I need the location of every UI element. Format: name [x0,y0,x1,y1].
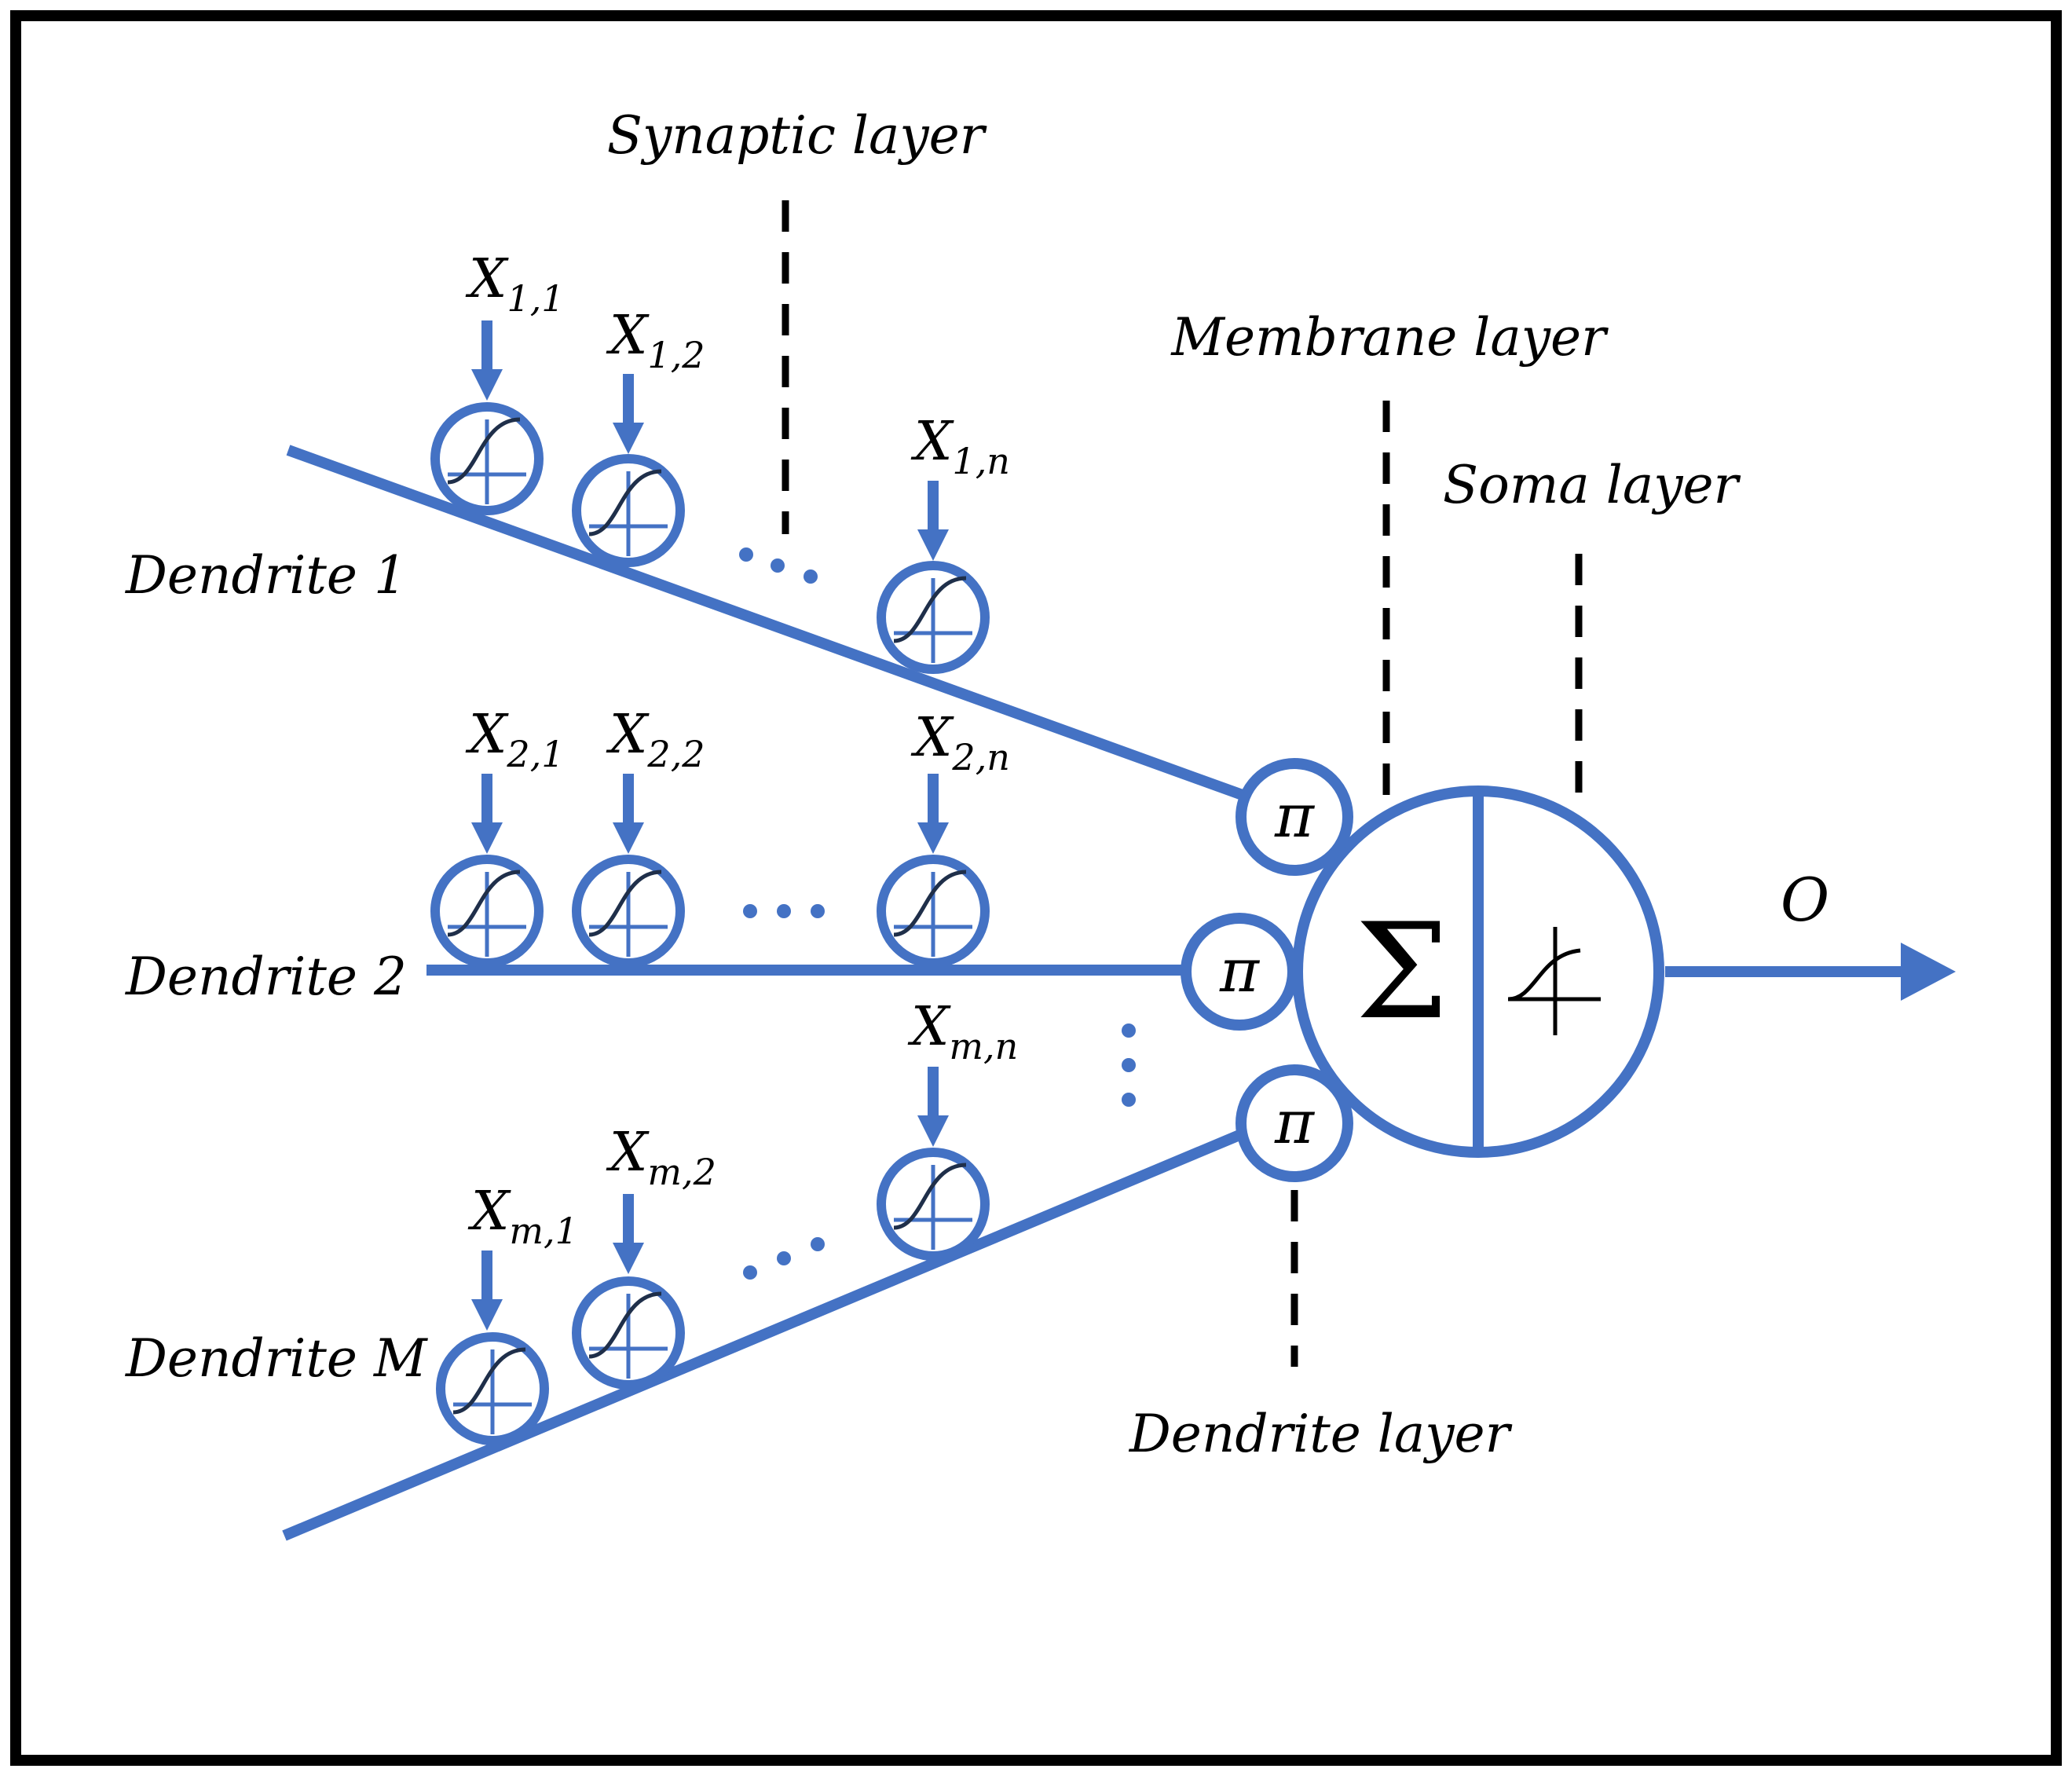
dendrite-m-branch [282,1126,1251,1541]
ellipsis-dots-vertical [1122,1023,1136,1107]
ellipsis-dots-2 [743,904,825,918]
input-label-2-2: X2,2 [606,704,705,775]
product-node-1 [1236,758,1353,876]
synapse-1-1 [435,407,539,511]
input-label-m-1: Xm,1 [467,1181,578,1252]
synapse-2-n [881,859,985,963]
soma-layer-label: Soma layer [1443,455,1741,515]
product-symbol-2: π [1219,936,1261,1005]
synapse-m-1 [441,1337,544,1441]
output-label: O [1781,865,1829,935]
product-node-2 [1181,913,1298,1031]
product-node-m [1236,1064,1353,1182]
dendrite-1-label: Dendrite 1 [125,545,407,606]
input-label-1-2: X1,2 [606,305,705,376]
synapse-m-n [881,1152,985,1256]
product-symbol-m: π [1274,1087,1316,1157]
figure-frame [10,10,2062,1766]
product-symbol-1: π [1274,781,1316,851]
soma-body [1292,785,1664,1158]
ellipsis-dots-1 [739,547,818,584]
dendrite-layer-label: Dendrite layer [1129,1404,1513,1464]
input-label-m-2: Xm,2 [606,1122,716,1193]
dendrite-m-label: Dendrite M [125,1328,428,1389]
membrane-layer-label: Membrane layer [1170,307,1609,368]
synapse-2-2 [577,859,680,963]
synapse-1-n [881,566,985,669]
output-arrowhead [1901,943,1956,1001]
ellipsis-dots-m [743,1237,825,1280]
input-label-2-1: X2,1 [465,704,565,775]
sum-symbol: Σ [1356,895,1449,1049]
step-activation-icon [1507,927,1601,1035]
dendrite-2-label: Dendrite 2 [125,947,407,1007]
synapse-2-1 [435,859,539,963]
input-label-2-n: X2,n [910,707,1010,778]
input-label-1-n: X1,n [910,411,1010,482]
synapse-m-2 [577,1281,680,1385]
synapse-1-2 [577,459,680,562]
synaptic-layer-label: Synaptic layer [607,105,987,166]
dendrite-1-branch [286,445,1251,803]
input-label-m-n: Xm,n [907,996,1018,1067]
input-label-1-1: X1,1 [465,248,565,320]
